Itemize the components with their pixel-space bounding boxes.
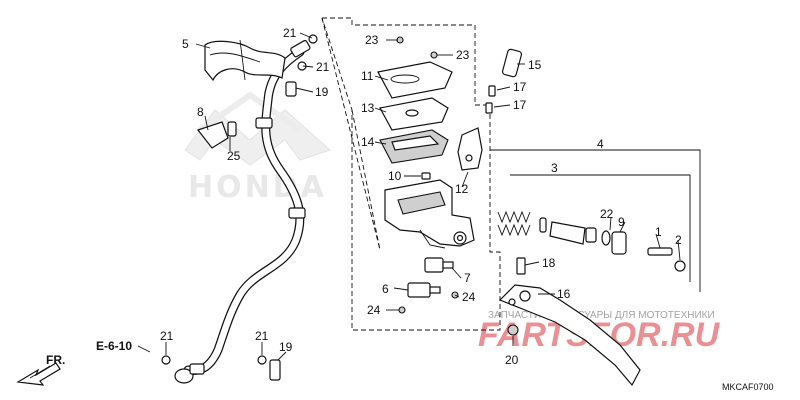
- master-cylinder-body: [384, 179, 475, 249]
- hose-guide: [204, 39, 286, 82]
- master-cylinder-outline: [321, 17, 501, 331]
- callout-15: 15: [528, 58, 542, 72]
- shop-watermark-tagline: ЗАПЧАСТИ АКСЕССУАРЫ ДЛЯ МОТОТЕХНИКИ: [488, 310, 715, 321]
- callout-25: 25: [227, 149, 241, 163]
- callout-22: 22: [600, 207, 614, 221]
- fasteners: [161, 34, 523, 381]
- callout-4: 4: [597, 137, 604, 151]
- callout-16: 16: [557, 287, 571, 301]
- front-direction-arrow: [16, 362, 61, 386]
- callout-8: 8: [197, 105, 204, 119]
- callout-12: 12: [455, 182, 469, 196]
- callout-19-upper: 19: [315, 85, 329, 99]
- callout-11: 11: [361, 69, 374, 83]
- callout-19-lower: 19: [279, 340, 293, 354]
- reservoir-cap: [377, 61, 453, 99]
- callout-labels: 1 2 3 4 5 6 7 8 9 10 11 12 13 14 15 16 1…: [160, 26, 682, 367]
- callout-14: 14: [361, 135, 375, 149]
- callout-18: 18: [542, 256, 556, 270]
- front-stop-switch: [424, 257, 454, 273]
- hose-clamp-upper: [255, 117, 273, 129]
- callout-3: 3: [551, 161, 558, 175]
- push-rod: [647, 247, 686, 272]
- hose-fitting-bottom: [189, 363, 205, 375]
- switch-bracket: [457, 127, 483, 171]
- diaphragm: [379, 129, 449, 164]
- leader-lines: [165, 32, 681, 361]
- honda-watermark-text: HONDA: [188, 170, 327, 205]
- callout-9: 9: [618, 215, 625, 229]
- hose-banjo-bottom: [174, 368, 194, 384]
- clutch-hose: [174, 39, 311, 384]
- clutch-lever: [498, 284, 641, 387]
- front-label: FR.: [46, 353, 65, 367]
- callout-20: 20: [505, 353, 519, 367]
- callout-23-left: 23: [365, 33, 379, 47]
- callout-23-right: 23: [456, 48, 470, 62]
- hose-clamp-lower: [288, 207, 306, 219]
- hose-fitting-top: [290, 39, 311, 58]
- callout-10: 10: [388, 169, 402, 183]
- callout-13: 13: [361, 101, 375, 115]
- callout-24-right: 24: [462, 290, 476, 304]
- callout-1: 1: [655, 225, 662, 239]
- callout-2: 2: [675, 233, 682, 247]
- callout-21-mid: 21: [316, 60, 330, 74]
- callout-7: 7: [464, 271, 471, 285]
- callout-21-top: 21: [283, 26, 297, 40]
- callout-6: 6: [382, 282, 389, 296]
- piston-set: [497, 210, 627, 255]
- lever-pivot-bolt: [516, 257, 526, 275]
- reference-code: E-6-10: [96, 339, 132, 353]
- callout-5: 5: [182, 37, 189, 51]
- callout-21-bottom-right: 21: [255, 329, 269, 343]
- diagram-code: MKCAF0700: [722, 382, 774, 392]
- honda-watermark-logo: HONDA: [184, 91, 331, 205]
- callout-17-lower: 17: [513, 98, 527, 112]
- assembly-bracket-3: [510, 174, 691, 282]
- assembly-bracket-4: [490, 149, 701, 292]
- callout-21-bottom-left: 21: [160, 329, 174, 343]
- diaphragm-plate: [379, 97, 449, 131]
- switch-connector: [407, 282, 441, 298]
- callout-24-left: 24: [367, 303, 381, 317]
- callout-17-upper: 17: [513, 80, 527, 94]
